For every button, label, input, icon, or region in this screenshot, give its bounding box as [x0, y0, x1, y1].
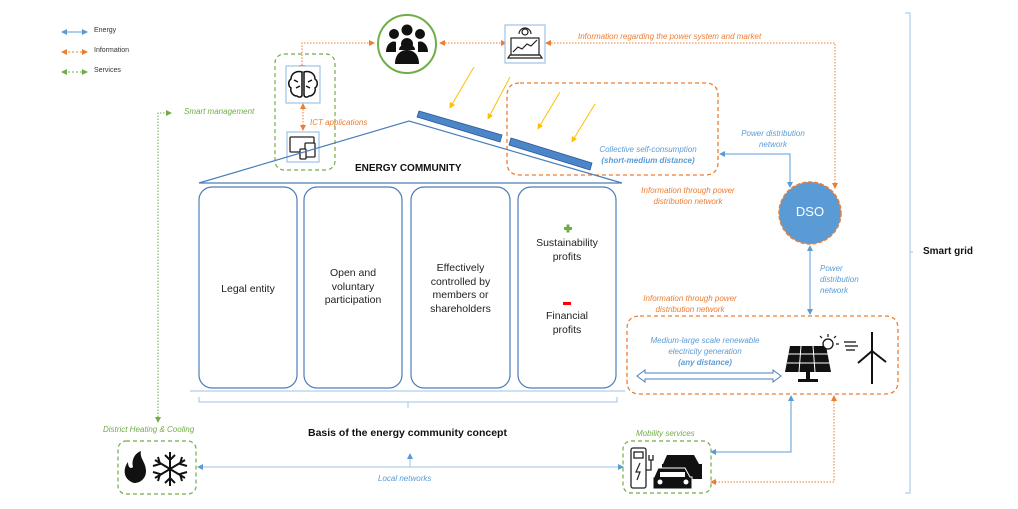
basis-label: Basis of the energy community concept	[308, 427, 507, 439]
pillar-4-financial-text: Financial profits	[518, 310, 616, 337]
pillar-2-text: Open and voluntary participation	[304, 267, 402, 308]
power-distribution-top-label: Power distribution network	[733, 128, 813, 150]
pillar-4-sustainability-text: Sustainability profits	[518, 237, 616, 264]
legend-services-label: Services	[94, 67, 121, 74]
energy-community-title: ENERGY COMMUNITY	[355, 163, 462, 174]
renewable-generation-label: Medium-large scale renewable electricity…	[640, 335, 770, 368]
snowflake-icon	[152, 452, 188, 486]
renewable-line2: electricity generation	[668, 347, 742, 356]
pillar-3-text: Effectively controlled by members or sha…	[411, 262, 510, 316]
smart-grid-bracket	[905, 12, 913, 494]
info-line-renewable-mobility	[710, 395, 837, 485]
pillar-1-line1: Legal entity	[221, 283, 275, 295]
ict-applications-label: ICT applications	[310, 118, 368, 127]
renewable-generation-box	[626, 315, 899, 395]
collective-self-consumption-box	[506, 82, 719, 176]
power-distribution-right-label: Power distribution network	[820, 263, 859, 296]
power-dist-right-line1: Power	[820, 264, 843, 273]
wind-turbine-icon	[844, 332, 887, 384]
analytics-box[interactable]	[504, 24, 546, 64]
pillars	[198, 186, 617, 389]
pillar-3-line1: Effectively	[436, 262, 485, 274]
info-line-laptop-dso	[545, 40, 838, 189]
pillar-2-line3: participation	[324, 294, 382, 306]
renewable-line3: (any distance)	[678, 358, 732, 367]
pillar-3-line3: members or	[432, 289, 489, 301]
info-through-2-line2: distribution network	[655, 305, 725, 314]
roof-solar-panel-1	[416, 110, 503, 143]
power-dist-top-line1: Power distribution	[741, 129, 805, 138]
info-through-network-label-2: Information through power distribution n…	[628, 293, 752, 315]
info-through-1-line2: distribution network	[653, 197, 723, 206]
district-heating-label: District Heating & Cooling	[103, 425, 195, 434]
power-dist-top-line2: network	[758, 140, 787, 149]
mobility-services-label: Mobility services	[636, 429, 695, 438]
district-heating-box[interactable]	[117, 440, 197, 495]
pillar-1	[198, 186, 298, 389]
cars-icon	[652, 455, 702, 490]
solar-panel-icon	[785, 334, 839, 382]
local-networks-label: Local networks	[378, 474, 432, 483]
pillar-2-line2: voluntary	[331, 280, 375, 293]
collective-line2: (short-medium distance)	[601, 156, 695, 165]
smart-management-line	[155, 110, 172, 423]
pillar-4-plus-line1: Sustainability	[536, 237, 598, 249]
pillar-2	[303, 186, 403, 389]
dso-label: DSO	[795, 204, 825, 219]
info-power-market-label: Information regarding the power system a…	[578, 32, 762, 41]
info-through-1-line1: Information through power	[641, 186, 735, 195]
pillar-1-text: Legal entity	[199, 283, 297, 297]
legend	[61, 29, 88, 75]
info-line-brain-people	[299, 40, 375, 71]
collective-self-consumption-label: Collective self-consumption (short-mediu…	[590, 144, 706, 166]
ict-container	[274, 53, 336, 171]
power-dist-right-line3: network	[820, 286, 849, 295]
info-through-2-line1: Information through power	[643, 294, 737, 303]
laptop-analytics-icon	[506, 27, 544, 59]
sun-rays	[449, 66, 596, 143]
energy-line-collective-dso	[719, 151, 793, 188]
pillar-4-minus-line1: Financial	[545, 310, 589, 322]
energy-line-renewable-mobility	[710, 395, 794, 455]
info-through-network-label-1: Information through power distribution n…	[628, 185, 748, 207]
collective-line1: Collective self-consumption	[599, 145, 697, 154]
smart-grid-label: Smart grid	[923, 246, 974, 257]
legend-information-label: Information	[94, 47, 130, 54]
smart-management-label: Smart management	[184, 107, 255, 116]
house-roof	[198, 120, 623, 184]
pillar-3	[410, 186, 511, 389]
ev-charger-icon	[630, 447, 654, 489]
power-dist-right-line2: distribution	[820, 275, 859, 284]
pillar-4-plus-line2: profits	[552, 250, 582, 263]
renewable-double-arrow	[636, 369, 782, 383]
plus-icon	[564, 224, 572, 233]
dso-node[interactable]	[778, 181, 842, 245]
roof-solar-panel-2	[508, 137, 593, 171]
pillar-3-line2: controlled by	[430, 275, 491, 288]
people-group-icon	[386, 24, 428, 64]
pillar-3-line4: shareholders	[430, 302, 491, 315]
pillar-4-minus-line2: profits	[552, 323, 582, 336]
flame-icon	[124, 451, 146, 483]
brain-box[interactable]	[285, 65, 321, 104]
minus-icon	[563, 302, 571, 305]
pillar-4	[517, 186, 617, 389]
legend-energy-label: Energy	[94, 27, 117, 34]
renewable-line1: Medium-large scale renewable	[650, 336, 760, 345]
basis-bracket	[198, 397, 618, 408]
mobility-box[interactable]	[622, 440, 712, 494]
pillar-2-line1: Open and	[329, 267, 377, 279]
brain-icon	[288, 70, 318, 98]
